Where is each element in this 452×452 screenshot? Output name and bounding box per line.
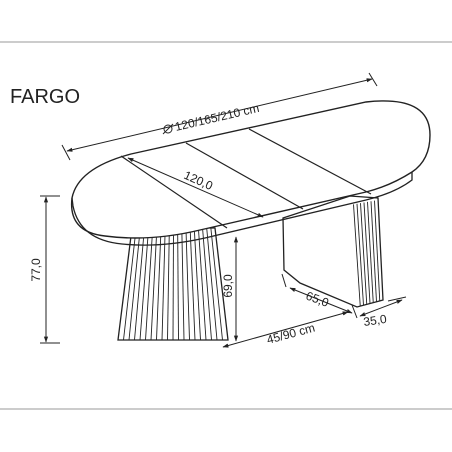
pedestal-flute <box>353 204 361 307</box>
pedestal-flute <box>167 227 170 341</box>
pedestal-flute <box>128 227 141 341</box>
pedestal-flute <box>177 227 179 341</box>
pedestal-flute <box>145 227 154 341</box>
pedestal-flute <box>367 201 374 303</box>
pedestal-flute <box>161 227 166 341</box>
base-span-dimension <box>222 311 349 348</box>
pedestal-flute <box>202 227 212 341</box>
pedestal-flute <box>356 203 364 306</box>
pedestal-flute <box>181 227 185 341</box>
top-diameter-dimension <box>61 72 378 161</box>
pedestal-width-dimension <box>359 296 407 317</box>
left-pedestal <box>117 227 229 341</box>
pedestal-flute <box>197 227 207 341</box>
pedestal-flute <box>210 227 223 341</box>
pedestal-flute <box>185 227 190 341</box>
pedestal-flute <box>139 227 150 341</box>
pedestal-flute <box>193 227 201 341</box>
diameter-symbol-icon <box>162 123 174 135</box>
pedestal-flute <box>206 227 218 341</box>
pedestal-flute <box>172 227 174 341</box>
right-pedestal <box>282 195 384 308</box>
product-title: FARGO <box>10 86 80 108</box>
pedestal-flute <box>374 200 381 301</box>
height-dimension <box>40 195 60 344</box>
pedestal-flute <box>370 201 377 302</box>
height-label: 77,0 <box>29 258 43 282</box>
pedestal-flute <box>363 202 371 304</box>
pedestal-flute <box>189 227 196 341</box>
pedestal-height-label: 69,0 <box>221 274 235 298</box>
pedestal-flute <box>360 203 368 305</box>
base-span-label: 45/90 cm <box>265 321 316 347</box>
pedestal-flute <box>123 227 137 341</box>
pedestal-length-dimension <box>281 273 358 319</box>
leaf-width-dimension <box>127 157 264 218</box>
pedestal-width-label: 35,0 <box>362 312 387 329</box>
pedestal-flute <box>150 227 158 341</box>
pedestal-flute <box>134 227 145 341</box>
pedestal-flute <box>156 227 162 341</box>
